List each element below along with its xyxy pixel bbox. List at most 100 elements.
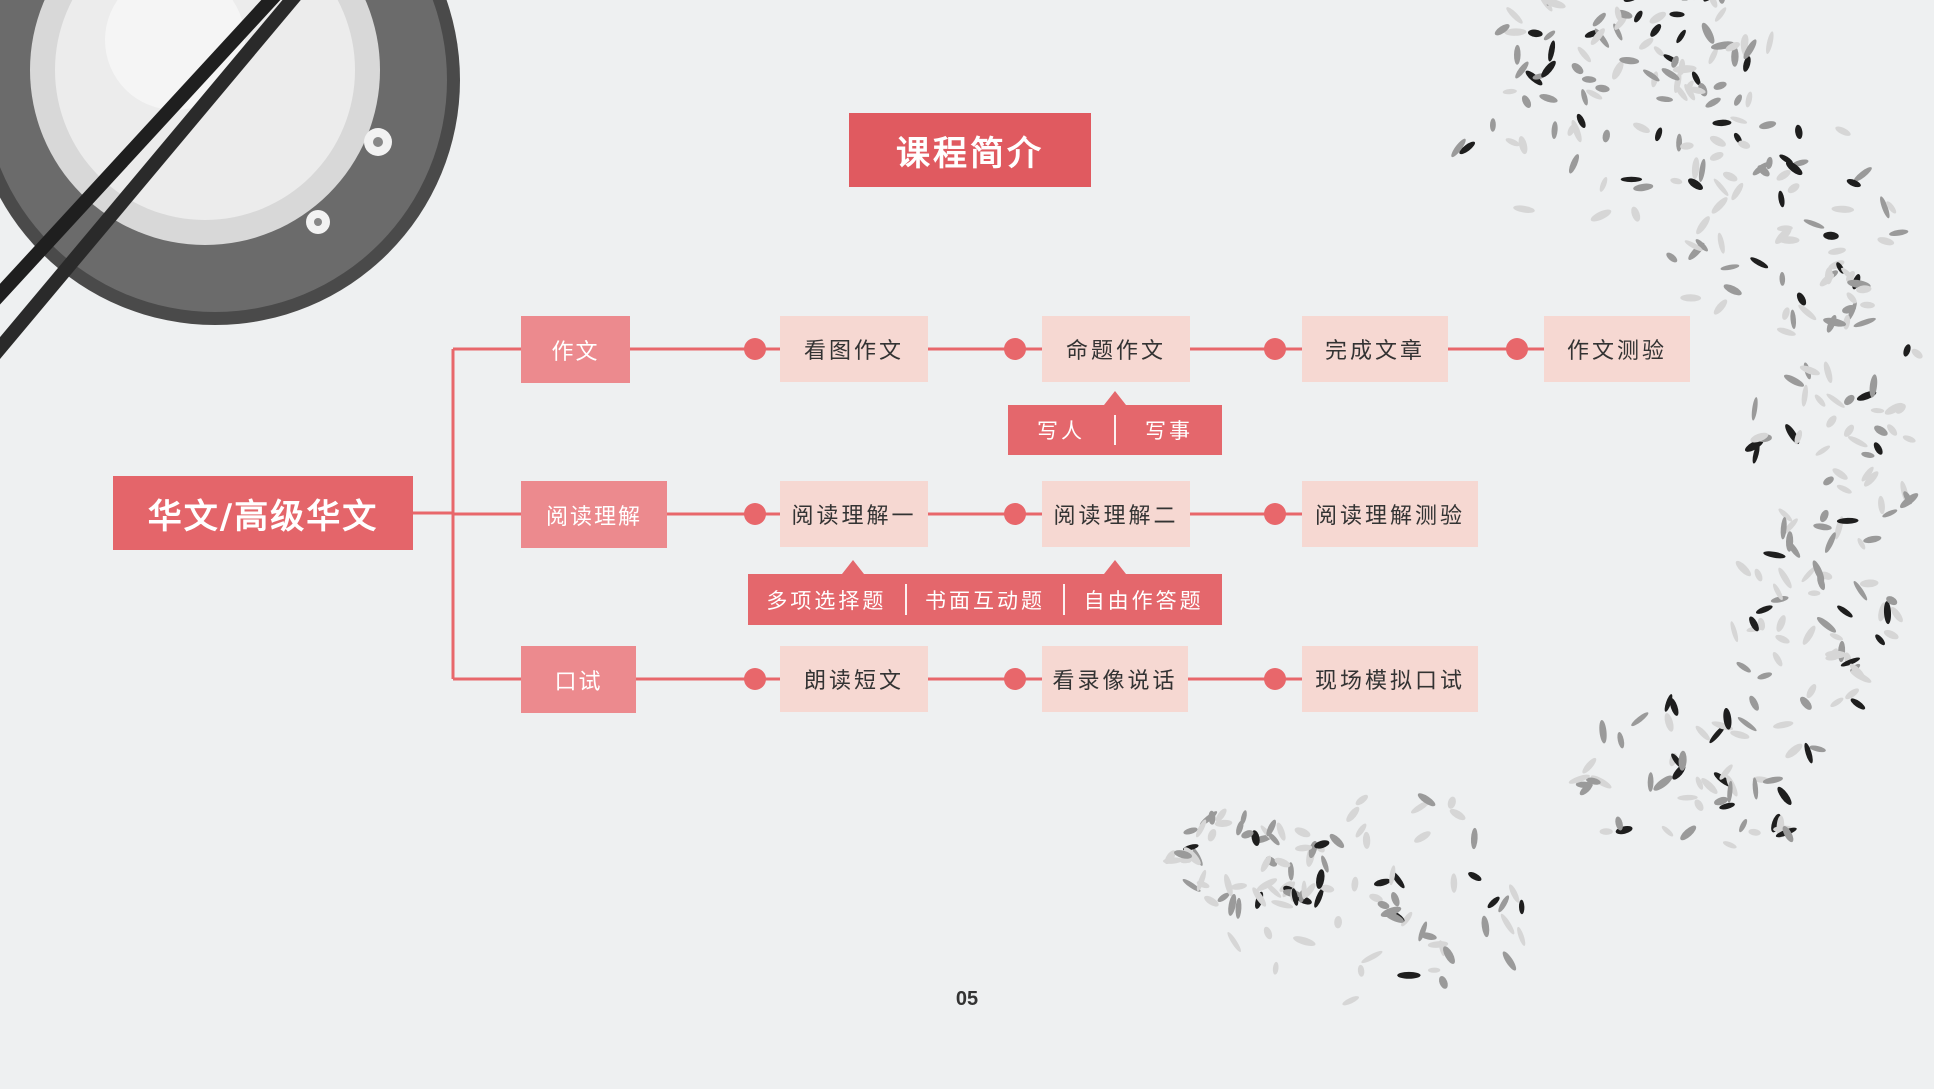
rice-grain [1215, 808, 1227, 823]
rice-grain [1709, 725, 1726, 744]
rice-grain [1730, 621, 1739, 643]
rice-grain [1653, 775, 1673, 791]
rice-grain [1882, 509, 1898, 518]
rice-grain [1548, 40, 1556, 62]
rice-grain [1295, 844, 1313, 852]
rice-grain [1727, 780, 1733, 803]
rice-grain [1174, 850, 1192, 859]
rice-grain [1714, 796, 1728, 806]
rice-grain [1182, 879, 1201, 892]
rice-grain [1847, 436, 1868, 448]
rice-grain [1857, 538, 1866, 550]
rice-grain [1836, 484, 1852, 494]
rice-grain [1869, 374, 1878, 398]
rice-grain [1614, 15, 1627, 30]
rice-grain [1709, 151, 1724, 161]
rice-grain [1808, 590, 1821, 596]
rice-grain [1590, 209, 1612, 222]
rice-grain [1814, 394, 1826, 407]
rice-grain [1719, 764, 1733, 780]
rice-grain [1809, 745, 1826, 753]
rice-grain [1874, 425, 1888, 436]
rice-grain [1796, 292, 1807, 306]
rice-grain [1800, 696, 1812, 710]
rice-grain [1801, 566, 1816, 583]
rice-grain [1301, 880, 1307, 900]
rice-grain [1342, 996, 1360, 1006]
rice-grain [1782, 826, 1794, 843]
rice-grain [1676, 29, 1686, 44]
rice-grain [1506, 7, 1523, 24]
rice-grain [1853, 317, 1876, 328]
rice-grain [1748, 828, 1761, 836]
rice-grain [1217, 892, 1230, 903]
rice-grain [1863, 471, 1879, 487]
rice-grain [1513, 44, 1521, 65]
divider [904, 584, 907, 615]
rice-grain [1880, 196, 1890, 219]
rice-grain [1738, 140, 1751, 149]
rice-grain [1515, 61, 1529, 79]
rice-grain [1224, 873, 1233, 897]
rice-grain [1803, 219, 1825, 229]
rice-grain [1451, 138, 1466, 158]
rice-grain [1824, 532, 1836, 553]
rice-grain [1870, 408, 1885, 414]
rice-grain [1890, 606, 1903, 623]
rice-grain [1903, 344, 1911, 357]
rice-grain [1730, 730, 1750, 739]
rice-grain [1568, 154, 1580, 174]
rice-grain [1886, 201, 1897, 214]
rice-grain [1717, 232, 1725, 254]
rice-grain [1527, 29, 1543, 38]
rice-grain [1459, 141, 1476, 155]
rice-grain [1643, 69, 1660, 82]
step-mock-oral-exam: 现场模拟口试 [1302, 646, 1478, 712]
rice-grain [1877, 237, 1895, 246]
sub-item-multiple-choice: 多项选择题 [766, 588, 887, 613]
rice-grain [1873, 442, 1883, 455]
rice-grain [1214, 819, 1233, 827]
rice-grain [1571, 119, 1582, 143]
rice-grain [1664, 713, 1674, 732]
rice-grain [1655, 127, 1663, 142]
rice-grain [1835, 126, 1851, 136]
rice-grain [1688, 86, 1706, 95]
rice-grain [1836, 517, 1859, 524]
rice-grain [1369, 893, 1383, 903]
rice-grain [1782, 518, 1798, 535]
rice-grain [1599, 828, 1613, 835]
rice-grain [1196, 869, 1207, 892]
rice-grain [1731, 182, 1744, 201]
rice-grain [1195, 819, 1207, 838]
rice-grain [1705, 97, 1721, 108]
rice-grain [1449, 808, 1466, 821]
rice-grain [1581, 89, 1588, 106]
rice-grain [1828, 247, 1846, 255]
rice-grain [1824, 267, 1833, 285]
rice-grain [1260, 855, 1272, 872]
rice-grain [1599, 719, 1607, 744]
rice-grain [1887, 424, 1898, 436]
rice-grain [1712, 119, 1732, 127]
rice-grain [1680, 825, 1697, 841]
rice-grain [1843, 314, 1851, 330]
sub-item-write-event: 写事 [1145, 419, 1193, 443]
rice-grain [1709, 135, 1726, 147]
rice-grain [1713, 81, 1727, 90]
rice-grain [1680, 294, 1702, 302]
rice-grain [1481, 915, 1490, 938]
rice-grain [1241, 830, 1254, 839]
rice-grain [1661, 68, 1680, 81]
rice-grain [1595, 84, 1610, 93]
rice-grain [1633, 122, 1650, 134]
rice-grain [1911, 348, 1923, 359]
rice-grain [1293, 936, 1316, 947]
rice-grain [1828, 648, 1838, 660]
rice-grain [1163, 857, 1183, 864]
rice-grain [1581, 76, 1597, 83]
rice-grain [1361, 950, 1383, 964]
rice-grain [1518, 136, 1528, 155]
rice-grain [1899, 493, 1919, 509]
rice-grain [1780, 517, 1787, 540]
